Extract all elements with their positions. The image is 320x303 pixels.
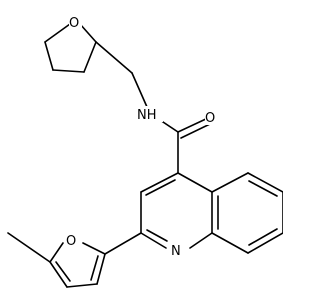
bond-fur-c3-c2 — [96, 253, 106, 285]
bond-c4a-c4 — [177, 172, 213, 193]
atom-n-quinoline: N — [171, 244, 181, 259]
bond-c2-n1 — [140, 232, 167, 249]
atom-nh: NH — [137, 108, 157, 123]
bond-c5-c6-double — [248, 180, 278, 197]
bond-fur-c4-c3 — [66, 283, 98, 288]
atom-o-ring: O — [69, 16, 79, 31]
bond-n1-c8a — [189, 232, 213, 249]
bond-fur-c2-o — [82, 242, 106, 255]
bond-c7-c8 — [247, 232, 283, 254]
atom-o-carbonyl: O — [205, 111, 215, 126]
bond-thf-o-c1 — [44, 23, 71, 43]
bond-c5-c6 — [247, 172, 283, 193]
atom-o-furan: O — [66, 234, 76, 249]
bond-c2-furan — [104, 232, 142, 255]
bond-c8-c8a — [211, 232, 249, 254]
bond-c7-c8-double — [248, 228, 278, 246]
bond-thf-c4-o — [79, 23, 97, 43]
bond-thf-ch2 — [95, 41, 133, 74]
bond-carbonyl-c-o — [177, 117, 209, 133]
bond-methyl — [7, 232, 51, 263]
bond-c4-c3 — [140, 172, 179, 193]
bond-fur-c5-c4 — [49, 261, 68, 288]
bond-fur-c3-c2-double — [90, 255, 99, 281]
bond-fur-c5-c4-double — [55, 261, 71, 282]
bond-c2-n1-double — [146, 229, 168, 242]
structure-canvas: O NH O N O — [7, 14, 283, 288]
bond-c4-c3-double — [145, 179, 176, 196]
bond-fur-o-c5 — [49, 242, 64, 263]
bond-carbonyl-c-o-double — [180, 123, 211, 139]
bond-ch2-n — [131, 72, 148, 108]
bond-thf-c2-c3 — [52, 69, 85, 73]
bond-c4a-c5 — [211, 172, 249, 193]
molecule-drawing: O NH O N O — [7, 14, 283, 288]
bond-thf-c3-c4 — [83, 41, 97, 73]
bond-thf-c1-c2 — [44, 41, 54, 71]
